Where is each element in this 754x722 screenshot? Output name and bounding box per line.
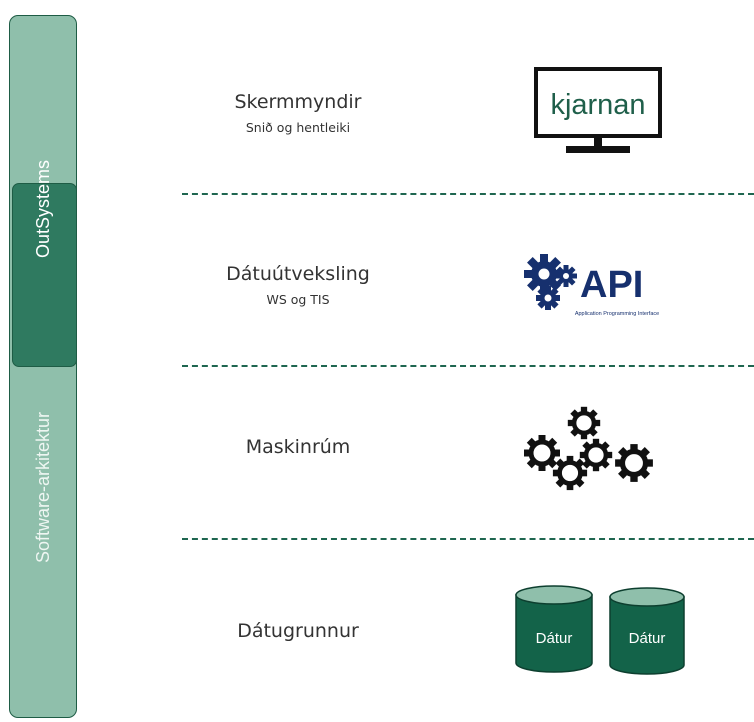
layer-title-data-exchange: Dátuútveksling (226, 263, 370, 285)
layer-divider (182, 365, 754, 367)
software-architecture-label: Software-arkitektur (33, 411, 53, 563)
api-gears-icon: API Application Programming Interface (524, 254, 659, 317)
monitor-brand-text: kjarnan (550, 89, 645, 121)
api-text: API (580, 264, 643, 306)
monitor-icon: kjarnan (534, 67, 662, 153)
database-cylinder-1: Dátur (515, 585, 593, 673)
layer-divider (182, 193, 754, 195)
layer-title-database: Dátugrunnur (237, 620, 359, 642)
database-label-2: Dátur (629, 630, 666, 647)
layer-title-screens: Skermmyndir (234, 91, 362, 113)
api-subtext: Application Programming Interface (575, 311, 659, 317)
outsystems-label: OutSystems (33, 159, 53, 258)
database-label-1: Dátur (536, 630, 573, 647)
database-icon: Dátur Dátur (515, 585, 685, 675)
layer-divider (182, 538, 754, 540)
database-cylinder-2: Dátur (609, 587, 685, 675)
outsystems-bar (12, 183, 77, 367)
layer-subtitle-data-exchange: WS og TIS (266, 292, 330, 307)
gears-icon (522, 403, 662, 495)
layer-subtitle-screens: Snið og hentleiki (245, 120, 351, 135)
layer-title-engine-room: Maskinrúm (245, 436, 351, 458)
